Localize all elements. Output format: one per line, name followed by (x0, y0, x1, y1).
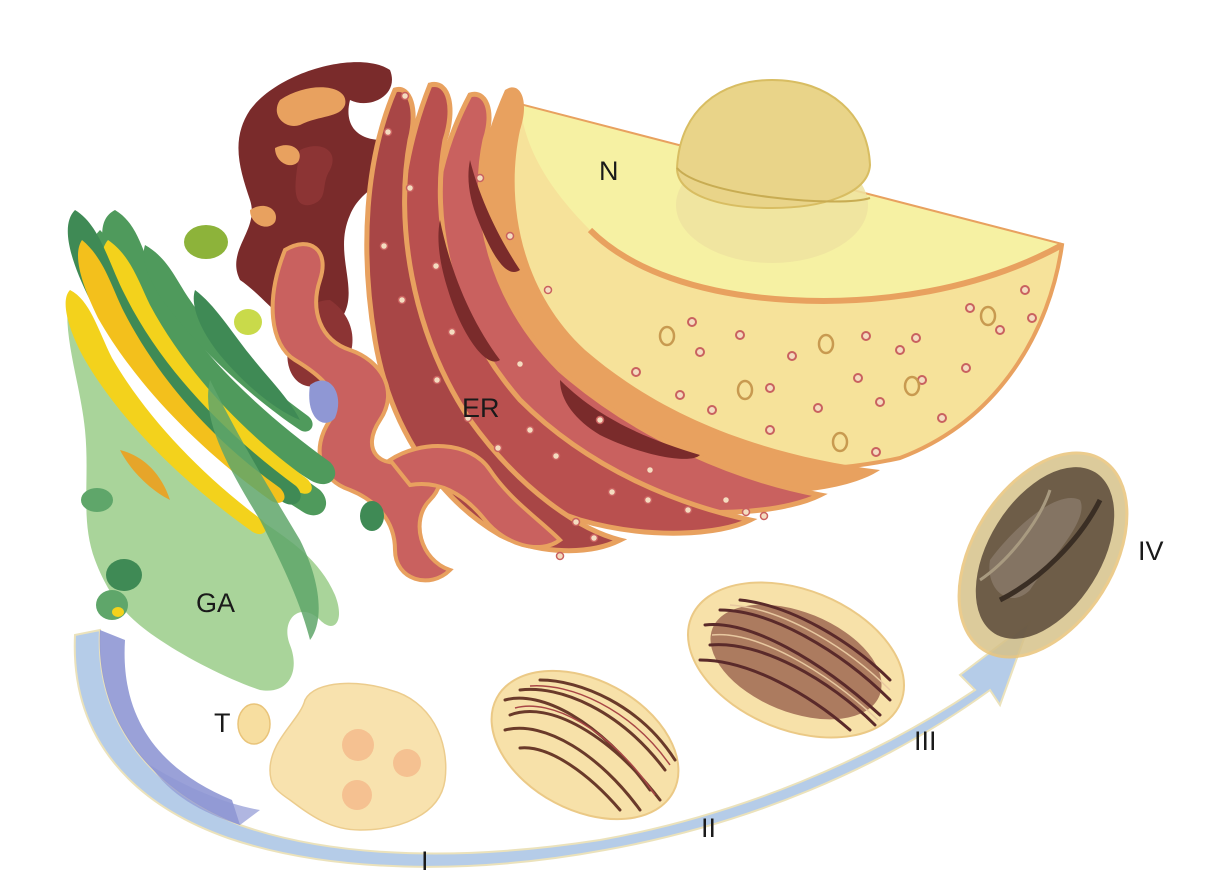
label-stage-4: IV (1138, 538, 1164, 565)
label-golgi-apparatus: GA (196, 590, 235, 617)
label-nucleus: N (599, 158, 619, 185)
granule-stage-1 (270, 683, 446, 830)
granule-stage-t (238, 704, 270, 744)
label-t: T (214, 710, 231, 737)
label-endoplasmic-reticulum: ER (462, 395, 500, 422)
label-stage-2: II (701, 815, 716, 842)
granule-stage-3 (665, 553, 927, 767)
label-stage-3: III (914, 728, 937, 755)
label-stage-1: I (421, 848, 429, 875)
granule-stage-4 (924, 423, 1161, 687)
granule-stage-2 (466, 641, 704, 850)
nucleolus (676, 80, 870, 263)
